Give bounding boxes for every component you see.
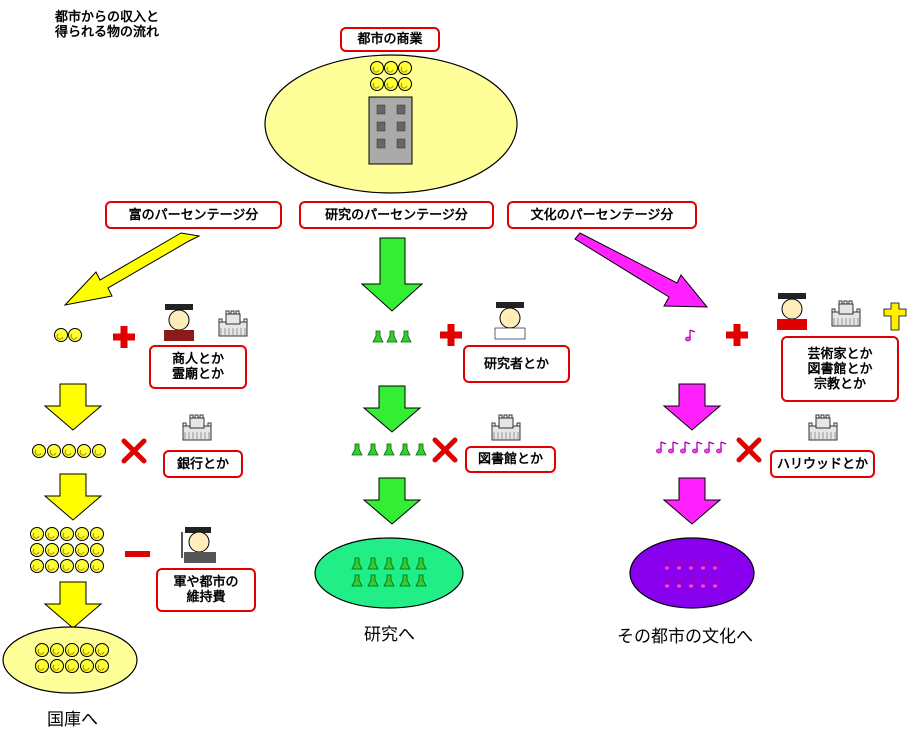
- bank-label: 銀行とか: [163, 450, 243, 478]
- scientist-label: 研究者とか: [463, 345, 570, 383]
- research-caption: 研究へ: [364, 625, 415, 645]
- military-upkeep-label: 軍や都市の 維持費: [156, 568, 256, 612]
- wealth-percentage-label: 富のパーセンテージ分: [105, 201, 282, 229]
- culture-caption: その都市の文化へ: [617, 627, 753, 647]
- hollywood-label: ハリウッドとか: [770, 450, 875, 478]
- research-percentage-label: 研究のパーセンテージ分: [299, 201, 494, 229]
- treasury-caption: 国庫へ: [47, 710, 98, 730]
- artist-library-religion-label: 芸術家とか 図書館とか 宗教とか: [781, 336, 899, 402]
- diagram-title: 都市からの収入と 得られる物の流れ: [55, 10, 160, 40]
- library-label: 図書館とか: [465, 446, 556, 473]
- culture-percentage-label: 文化のパーセンテージ分: [507, 201, 697, 229]
- city-commerce-label: 都市の商業: [340, 27, 440, 52]
- merchant-mausoleum-label: 商人とか 霊廟とか: [149, 345, 247, 389]
